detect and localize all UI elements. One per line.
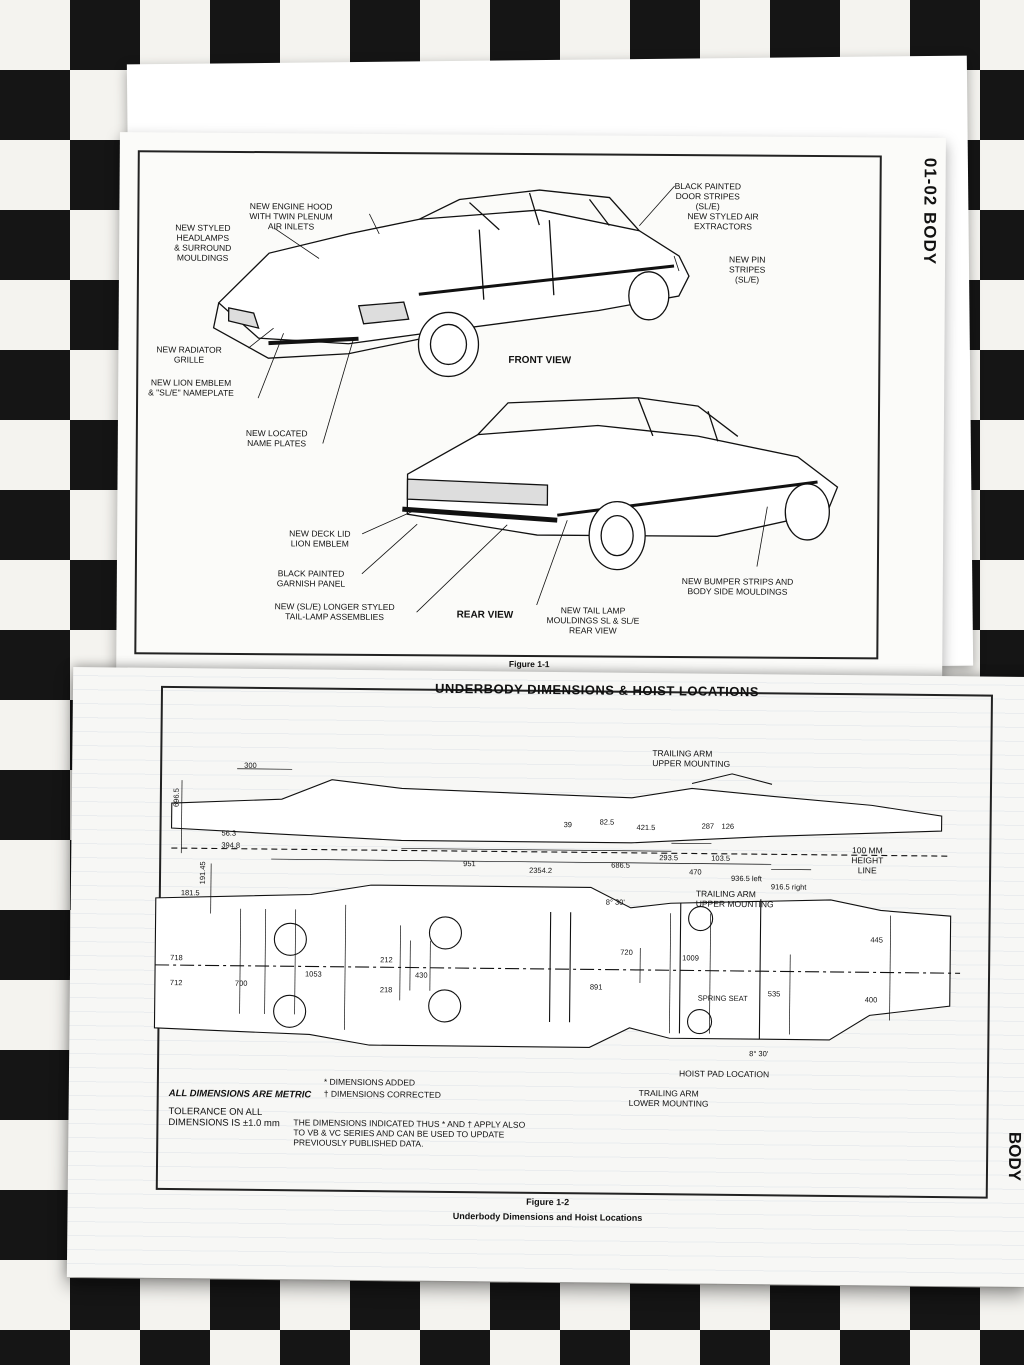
front-view-label: FRONT VIEW bbox=[508, 354, 572, 367]
dim-label: 181.5 bbox=[180, 888, 200, 898]
dim-label: 8° 30' bbox=[749, 1049, 769, 1059]
dim-label: 191.45 bbox=[197, 861, 208, 885]
callout-engine-hood: NEW ENGINE HOOD WITH TWIN PLENUM AIR INL… bbox=[249, 201, 333, 232]
dim-label: 445 bbox=[870, 935, 883, 945]
callout-pin-stripes: NEW PIN STRIPES (SL/E) bbox=[728, 254, 766, 285]
callout-trailing-arm-lower: TRAILING ARM LOWER MOUNTING bbox=[628, 1087, 709, 1109]
dim-label: 421.5 bbox=[636, 822, 656, 833]
metric-note: ALL DIMENSIONS ARE METRIC bbox=[168, 1088, 312, 1101]
callout-deck-lid: NEW DECK LID LION EMBLEM bbox=[289, 528, 351, 549]
callout-air-extractors: NEW STYLED AIR EXTRACTORS bbox=[687, 211, 759, 232]
legend-added: * DIMENSIONS ADDED bbox=[323, 1076, 416, 1088]
dim-label: 293.5 bbox=[659, 853, 679, 863]
dim-label: 218 bbox=[379, 985, 393, 995]
underbody-diagram bbox=[153, 768, 961, 1048]
callout-trailing-arm-upper: TRAILING ARM UPPER MOUNTING bbox=[652, 748, 731, 769]
rear-view-car bbox=[402, 397, 839, 571]
dim-label: 916.5 right bbox=[770, 882, 807, 892]
callout-garnish-panel: BLACK PAINTED GARNISH PANEL bbox=[276, 568, 346, 589]
dim-label: 430 bbox=[414, 970, 428, 980]
dim-label: 936.5 left bbox=[730, 873, 762, 884]
callout-door-stripes: BLACK PAINTED DOOR STRIPES (SL/E) bbox=[674, 180, 742, 212]
callout-lion-emblem: NEW LION EMBLEM & "SL/E" NAMEPLATE bbox=[148, 377, 234, 398]
vb-vc-note: THE DIMENSIONS INDICATED THUS * AND † AP… bbox=[293, 1117, 526, 1149]
car-illustrations bbox=[212, 185, 839, 613]
dim-label: 686.5 bbox=[611, 860, 631, 870]
dim-label: 712 bbox=[169, 978, 183, 988]
dim-label: 718 bbox=[170, 953, 183, 963]
rear-view-label: REAR VIEW bbox=[456, 609, 514, 621]
callout-tail-lamp: NEW (SL/E) LONGER STYLED TAIL-LAMP ASSEM… bbox=[274, 601, 395, 622]
dim-label: 891 bbox=[589, 982, 603, 992]
dim-label: 82.5 bbox=[599, 817, 615, 827]
callout-tail-mouldings: NEW TAIL LAMP MOULDINGS SL & SL/E REAR V… bbox=[546, 605, 640, 636]
dim-label: 39 bbox=[563, 820, 572, 830]
callout-hoist-pad: HOIST PAD LOCATION bbox=[678, 1068, 770, 1080]
dim-label: 126 bbox=[721, 821, 735, 831]
callout-height-line: 100 mm HEIGHT LINE bbox=[851, 845, 884, 876]
dim-label: 700 bbox=[234, 978, 248, 988]
tolerance-note: TOLERANCE ON ALL DIMENSIONS IS ±1.0 mm bbox=[168, 1106, 280, 1130]
dim-label: 2354.2 bbox=[529, 865, 553, 876]
dim-label: 696.5 bbox=[171, 788, 181, 808]
front-view-car bbox=[212, 189, 690, 378]
dim-label: 8° 30' bbox=[605, 897, 625, 907]
callout-bumper-strips: NEW BUMPER STRIPS AND BODY SIDE MOULDING… bbox=[681, 576, 794, 597]
dim-label: 212 bbox=[380, 955, 393, 965]
callout-headlamps: NEW STYLED HEADLAMPS & SURROUND MOULDING… bbox=[174, 222, 232, 263]
dim-label: 394.8 bbox=[221, 840, 241, 850]
callout-radiator-grille: NEW RADIATOR GRILLE bbox=[156, 344, 222, 365]
dim-label: 1053 bbox=[304, 969, 322, 979]
dim-label: 720 bbox=[620, 947, 633, 957]
dim-label: 470 bbox=[689, 867, 702, 877]
dim-label: 400 bbox=[864, 995, 878, 1005]
dim-label: 56.3 bbox=[221, 828, 237, 838]
dim-label: 1009 bbox=[682, 953, 699, 963]
dim-label: 951 bbox=[463, 859, 476, 869]
dim-label: 535 bbox=[767, 989, 781, 999]
dim-label: 103.5 bbox=[711, 853, 731, 863]
page-underbody-dimensions: UNDERBODY DIMENSIONS & HOIST LOCATIONS B… bbox=[66, 666, 1024, 1288]
spring-seat-label: SPRING SEAT bbox=[697, 993, 748, 1004]
callout-name-plates: NEW LOCATED NAME PLATES bbox=[245, 428, 308, 449]
dim-label: 300 bbox=[244, 760, 257, 770]
dim-label: 287 bbox=[701, 821, 715, 831]
page-exterior-body-features: 01-02 BODY bbox=[116, 132, 946, 693]
legend-corrected: † DIMENSIONS CORRECTED bbox=[323, 1088, 441, 1100]
callout-trailing-arm-upper-plan: TRAILING ARM UPPER MOUNTING bbox=[695, 888, 774, 910]
